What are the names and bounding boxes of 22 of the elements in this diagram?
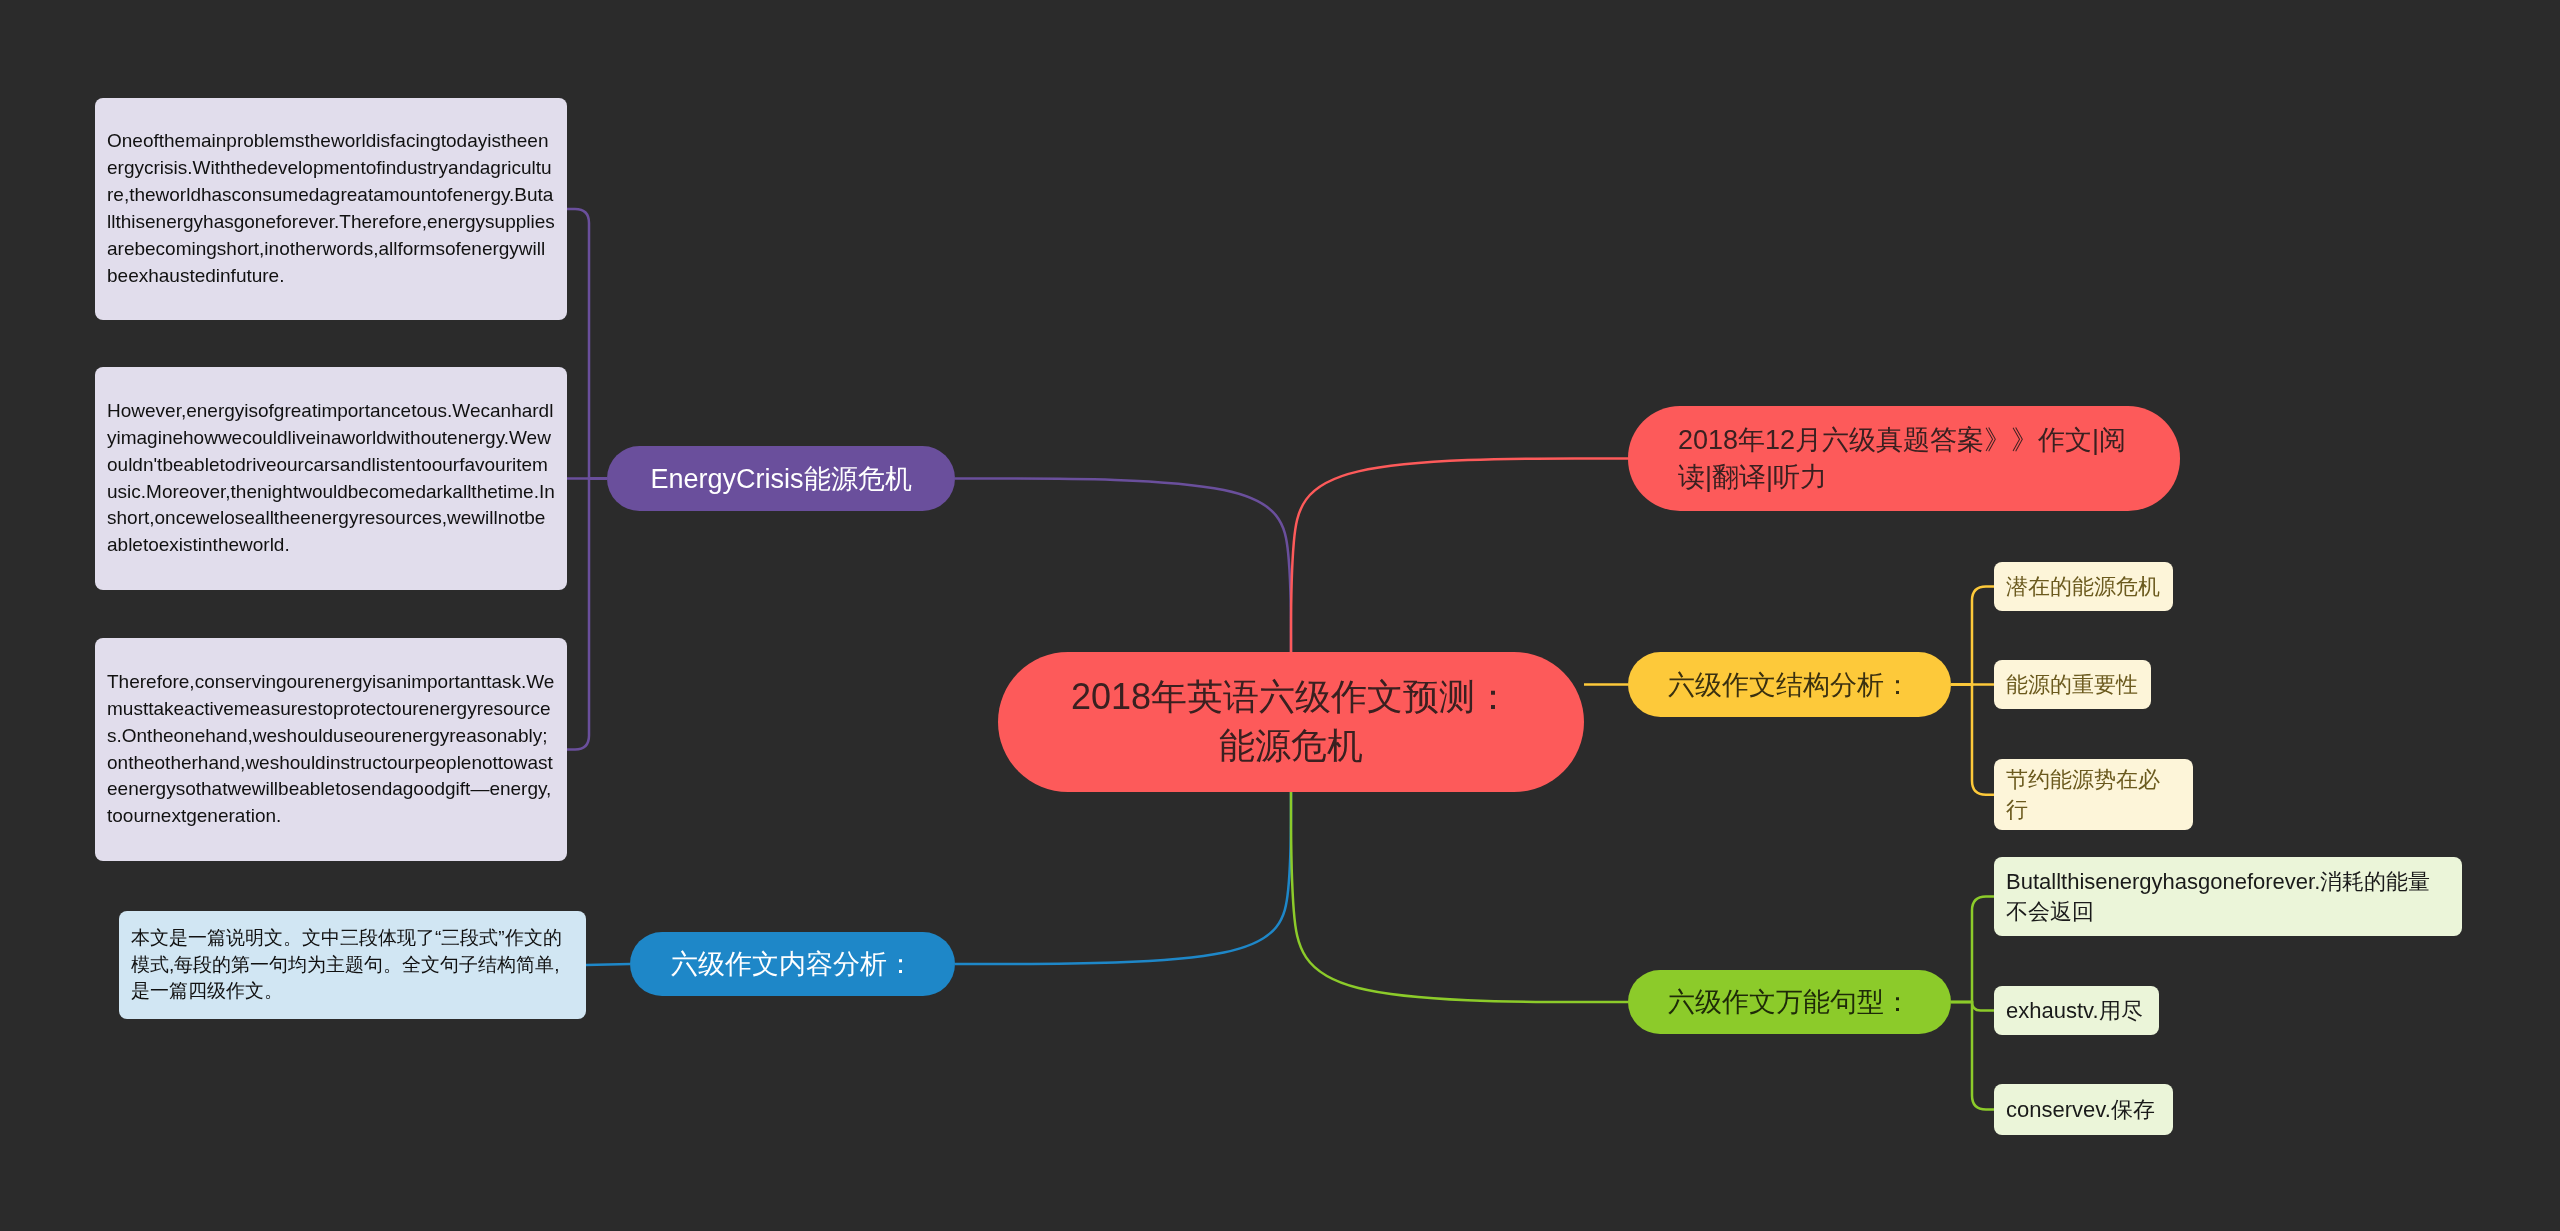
branch-topic: EnergyCrisis能源危机: [607, 446, 955, 511]
subtopic-box: 潜在的能源危机: [1994, 562, 2173, 611]
subtopic-box: Butallthisenergyhasgoneforever.消耗的能量不会返回: [1994, 857, 2462, 936]
subtopic-box: 能源的重要性: [1994, 660, 2151, 709]
text-card: However,energyisofgreatimportancetous.Wecanhardlyimaginehowwecouldliveinaworldwithoutenergy.Wewouldn'tbeabletodriveourcarsandlistentoourfavouritemusic.Moreover,thenightwouldbecomedarkallthetime.Inshort,oncewelosealltheenergyresources,wewillnotbeabletoexistintheworld.: [95, 367, 567, 590]
connector-line: [1289, 792, 1628, 1004]
connector-line: [1951, 1000, 1994, 1111]
subtopic-box: 节约能源势在必行: [1994, 759, 2193, 831]
subtopic-box: exhaustv.用尽: [1994, 986, 2159, 1035]
text-card: 本文是一篇说明文。文中三段体现了“三段式”作文的模式,每段的第一句均为主题句。全文句子结构简单,是一篇四级作文。: [119, 911, 586, 1019]
central-topic: 2018年英语六级作文预测：能源危机: [998, 652, 1584, 792]
branch-topic: 六级作文万能句型：: [1628, 970, 1951, 1034]
connector-line: [1289, 457, 1628, 652]
connector-line: [1584, 683, 1628, 686]
text-card: Therefore,conservingourenergyisanimportanttask.Wemusttakeactivemeasurestoprotectourenergyresources.Ontheonehand,weshoulduseourenergyreasonably;ontheotherhand,weshouldinstructourpeoplenottowasteenergysothatwewillbeabletosendagoodgift—energy,toournextgeneration.: [95, 638, 567, 861]
text-card: Oneofthemainproblemstheworldisfacingtodayistheenergycrisis.Withthedevelopmentofindustryandagriculture,theworldhasconsumedagreatamountofenergy.Butallthisenergyhasgoneforever.Therefore,energysuppliesarebecomingshort,inotherwords,allformsofenergywillbeexhaustedinfuture.: [95, 98, 567, 320]
connector-line: [1951, 683, 1994, 796]
branch-topic: 六级作文内容分析：: [630, 932, 955, 996]
branch-topic: 2018年12月六级真题答案》》作文|阅读|翻译|听力: [1628, 406, 2180, 511]
branch-topic: 六级作文结构分析：: [1628, 652, 1951, 717]
connector-line: [585, 962, 631, 967]
subtopic-box: conservev.保存: [1994, 1084, 2173, 1135]
